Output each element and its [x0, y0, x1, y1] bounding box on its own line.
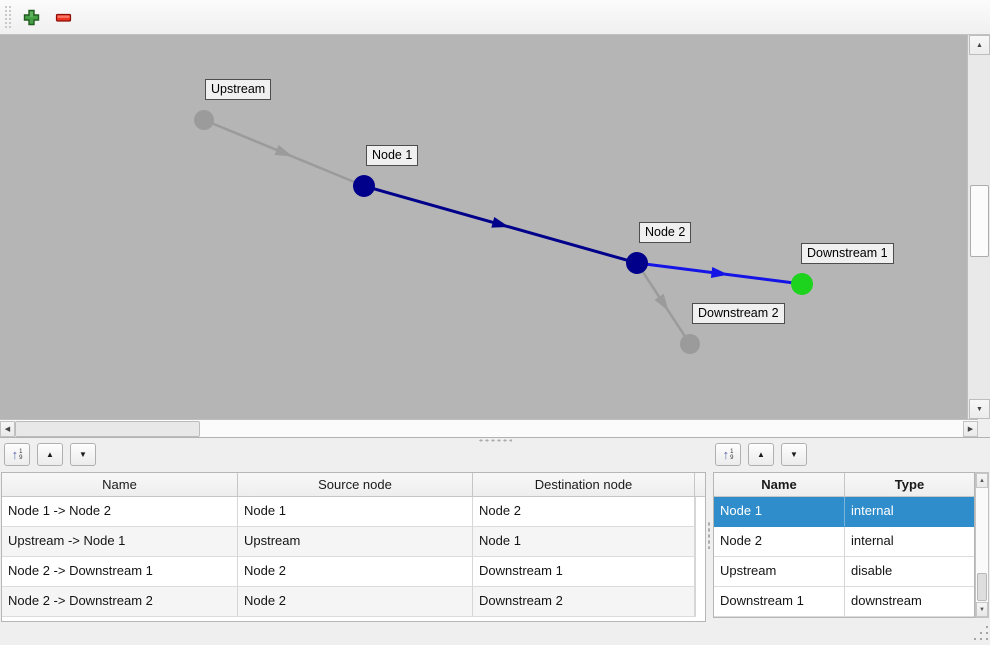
vertical-scrollbar-thumb[interactable]: [970, 185, 989, 257]
cell-name: Node 1 -> Node 2: [2, 497, 238, 527]
graph-node-downstream1[interactable]: [791, 273, 813, 295]
edges-table-header: Name Source node Destination node: [2, 473, 705, 497]
nodes-table-header: Name Type: [714, 473, 974, 497]
node-label-downstream1[interactable]: Downstream 1: [801, 243, 894, 264]
main-toolbar: [0, 0, 990, 35]
edge-arrow-icon: [654, 293, 669, 312]
cell-source: Node 2: [238, 587, 473, 617]
graph-node-downstream2[interactable]: [680, 334, 700, 354]
triangle-down-icon: ▼: [979, 606, 985, 613]
triangle-left-icon: ◀: [4, 426, 11, 433]
add-node-button[interactable]: [18, 4, 44, 30]
remove-node-button[interactable]: [50, 4, 76, 30]
table-row[interactable]: Upstream disable: [714, 557, 974, 587]
cell-name: Node 2 -> Downstream 1: [2, 557, 238, 587]
triangle-down-icon: ▼: [790, 449, 798, 459]
minus-icon: [55, 13, 71, 22]
node-label-downstream2[interactable]: Downstream 2: [692, 303, 785, 324]
scroll-up-button[interactable]: ▲: [976, 473, 988, 488]
column-header-source-node[interactable]: Source node: [238, 473, 473, 497]
edge-arrow-icon: [491, 217, 510, 228]
cell-name: Upstream -> Node 1: [2, 527, 238, 557]
cell-name: Node 2: [714, 527, 845, 557]
cell-name: Downstream 1: [714, 587, 845, 617]
triangle-up-icon: ▲: [979, 477, 985, 484]
scroll-down-button[interactable]: ▼: [969, 399, 990, 419]
cell-destination: Downstream 1: [473, 557, 695, 587]
nodes-table-scrollbar[interactable]: ▲ ▼: [975, 472, 989, 618]
cell-type: downstream: [845, 587, 974, 617]
table-row[interactable]: Downstream 1 downstream: [714, 587, 974, 617]
cell-source: Node 1: [238, 497, 473, 527]
toolbar-drag-handle[interactable]: [4, 5, 12, 29]
node-label-upstream[interactable]: Upstream: [205, 79, 272, 100]
column-header-name[interactable]: Name: [2, 473, 238, 497]
splitter-handle-icon: [478, 438, 512, 442]
scroll-down-button[interactable]: ▼: [976, 602, 988, 617]
triangle-up-icon: ▲: [976, 41, 983, 49]
column-header-destination-node[interactable]: Destination node: [473, 473, 695, 497]
nodes-move-down-button[interactable]: ▼: [781, 443, 807, 466]
edge-arrow-icon: [274, 144, 293, 157]
nodes-table: Name Type Node 1 internal Node 2 interna…: [713, 472, 975, 618]
graph-svg: [0, 35, 967, 419]
table-row[interactable]: Node 1 -> Node 2 Node 1 Node 2: [2, 497, 705, 527]
plus-icon: [23, 9, 39, 25]
cell-type: disable: [845, 557, 974, 587]
node-label-node2[interactable]: Node 2: [639, 222, 692, 243]
scroll-up-button[interactable]: ▲: [969, 35, 990, 55]
canvas-horizontal-scrollbar[interactable]: ◀ ▶: [0, 419, 978, 437]
table-row[interactable]: Node 2 -> Downstream 1 Node 2 Downstream…: [2, 557, 705, 587]
edges-move-down-button[interactable]: ▼: [70, 443, 96, 466]
table-row[interactable]: Node 2 internal: [714, 527, 974, 557]
node-label-node1[interactable]: Node 1: [366, 145, 419, 166]
scroll-left-button[interactable]: ◀: [0, 421, 15, 437]
cell-destination: Node 2: [473, 497, 695, 527]
edge-arrow-icon: [710, 267, 729, 278]
scrollbar-corner: [978, 419, 990, 437]
graph-node-node2[interactable]: [626, 252, 648, 274]
triangle-down-icon: ▼: [976, 405, 983, 413]
cell-destination: Downstream 2: [473, 587, 695, 617]
cell-destination: Node 1: [473, 527, 695, 557]
header-gutter: [695, 473, 705, 497]
window-resize-grip[interactable]: [974, 626, 988, 640]
horizontal-scrollbar-thumb[interactable]: [15, 421, 200, 437]
vertical-splitter[interactable]: [707, 521, 711, 549]
triangle-down-icon: ▼: [79, 449, 87, 459]
graph-node-node1[interactable]: [353, 175, 375, 197]
column-header-type[interactable]: Type: [845, 473, 974, 497]
cell-type: internal: [845, 527, 974, 557]
canvas-vertical-scrollbar[interactable]: ▲ ▼: [967, 35, 990, 419]
scroll-right-button[interactable]: ▶: [963, 421, 978, 437]
cell-name: Node 2 -> Downstream 2: [2, 587, 238, 617]
triangle-right-icon: ▶: [967, 426, 974, 433]
edges-move-up-button[interactable]: ▲: [37, 443, 63, 466]
cell-name: Node 1: [714, 497, 845, 527]
triangle-up-icon: ▲: [757, 449, 765, 459]
edges-table: Name Source node Destination node Node 1…: [1, 472, 706, 622]
scrollbar-thumb[interactable]: [977, 573, 987, 601]
table-row[interactable]: Upstream -> Node 1 Upstream Node 1: [2, 527, 705, 557]
table-row[interactable]: Node 2 -> Downstream 2 Node 2 Downstream…: [2, 587, 705, 617]
nodes-move-up-button[interactable]: ▲: [748, 443, 774, 466]
cell-source: Node 2: [238, 557, 473, 587]
graph-node-upstream[interactable]: [194, 110, 214, 130]
triangle-up-icon: ▲: [46, 449, 54, 459]
cell-name: Upstream: [714, 557, 845, 587]
column-header-name[interactable]: Name: [714, 473, 845, 497]
cell-type: internal: [845, 497, 974, 527]
cell-source: Upstream: [238, 527, 473, 557]
table-row[interactable]: Node 1 internal: [714, 497, 974, 527]
horizontal-splitter[interactable]: [0, 437, 990, 442]
